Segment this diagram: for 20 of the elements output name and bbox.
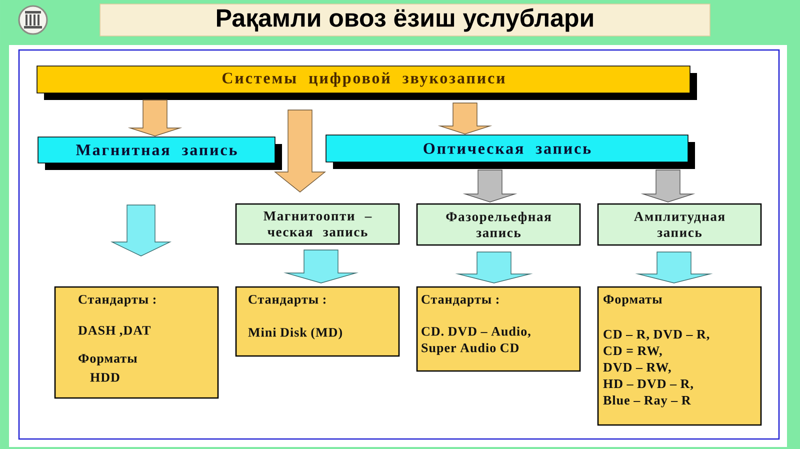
block-arrow — [462, 170, 518, 202]
process-box: Фазорельефная запись — [416, 203, 581, 246]
block-arrow — [455, 252, 533, 284]
info-box: Форматы CD – R, DVD – R, CD = RW, DVD – RW, HD – DVD – R, Blue – Ray – R — [597, 286, 762, 426]
block-arrow — [110, 204, 172, 256]
block-arrow — [284, 250, 358, 284]
block-arrow — [438, 102, 492, 134]
block-arrow — [274, 110, 326, 192]
block-arrow — [640, 170, 696, 202]
info-box: Стандарты : CD. DVD – Audio, Super Audio CD — [416, 286, 581, 372]
info-box: Стандарты : Mini Disk (MD) — [235, 286, 400, 357]
title-box: Рақамли овоз ёзиш услублари — [100, 4, 710, 36]
process-box: Амплитудная запись — [597, 203, 762, 246]
info-box: Стандарты : DASH ,DAT Форматы HDD — [54, 286, 219, 399]
process-box: Магнитоопти – ческая запись — [235, 203, 400, 245]
heading-bar: Системы цифровой звукозаписи — [36, 66, 697, 100]
category-bar: Магнитная запись — [38, 136, 282, 170]
block-arrow — [128, 100, 182, 136]
block-arrow — [635, 252, 713, 284]
category-bar: Оптическая запись — [326, 134, 695, 169]
